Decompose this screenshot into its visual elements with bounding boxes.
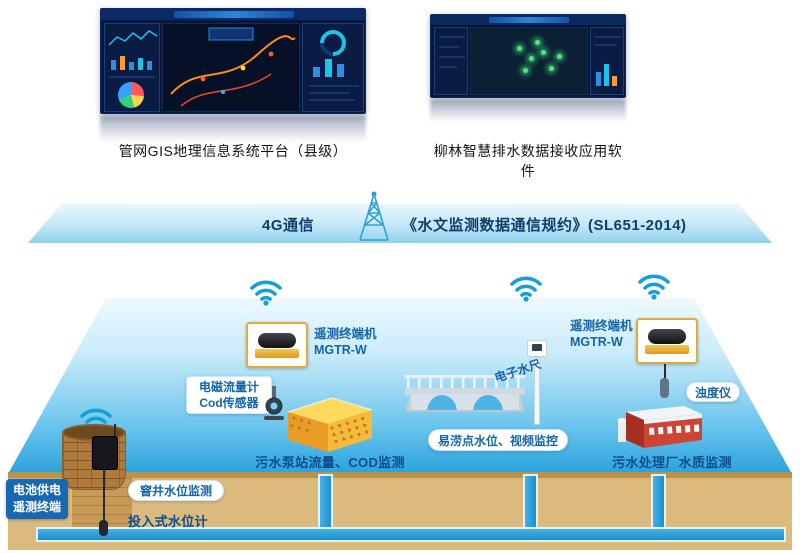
water-gauge-display bbox=[532, 344, 542, 351]
protocol-label: 《水文监测数据通信规约》(SL651-2014) bbox=[402, 217, 687, 234]
mini-bar-chart bbox=[111, 56, 152, 70]
pump-station-building bbox=[287, 397, 373, 452]
mini-bar bbox=[612, 76, 617, 86]
dashboard-reflection bbox=[430, 100, 626, 122]
underground-pipe-horizontal bbox=[36, 527, 786, 542]
gis-platform-caption: 管网GIS地理信息系统平台（县级） bbox=[118, 143, 348, 159]
flowmeter-label-line2: Cod传感器 bbox=[199, 396, 259, 410]
manhole-level-caption: 窨井水位监测 bbox=[128, 480, 224, 501]
telemetry-terminal-device bbox=[636, 318, 698, 364]
rtu-label-line2: MGTR-W bbox=[570, 335, 623, 350]
app-right-panel bbox=[590, 27, 624, 95]
mini-bar bbox=[313, 67, 320, 77]
map-dot bbox=[517, 46, 522, 51]
underground-pipe-vertical bbox=[318, 474, 333, 534]
map-dot bbox=[557, 54, 562, 59]
wifi-signal-icon bbox=[510, 276, 542, 302]
drainage-app-caption: 柳林智慧排水数据接收应用软件 bbox=[433, 143, 623, 179]
dashboard-title-bar bbox=[174, 11, 294, 18]
panel-divider bbox=[309, 99, 355, 101]
water-gauge-head bbox=[527, 340, 547, 357]
mini-pie-chart bbox=[118, 82, 144, 108]
rtu-label-line1: 遥测终端机 bbox=[314, 327, 377, 341]
device-antenna bbox=[114, 424, 116, 438]
rtu-label: 遥测终端机 MGTR-W bbox=[314, 326, 377, 359]
dashboard-title-bar bbox=[489, 17, 569, 23]
treatment-plant-caption: 污水处理厂水质监测 bbox=[612, 455, 732, 470]
app-left-panel bbox=[434, 27, 468, 95]
bridge-illustration bbox=[405, 375, 525, 412]
ground-edge bbox=[8, 472, 792, 478]
dashboard-left-panel bbox=[104, 23, 160, 112]
mini-bar bbox=[604, 64, 609, 86]
panel-divider bbox=[439, 36, 465, 38]
mini-gauge bbox=[314, 24, 352, 62]
mini-line-chart bbox=[108, 30, 158, 46]
wifi-signal-icon bbox=[250, 280, 282, 306]
panel-divider bbox=[439, 66, 457, 68]
map-dot bbox=[529, 56, 534, 61]
turbidity-cable bbox=[664, 364, 666, 378]
communication-band bbox=[28, 204, 772, 243]
turbidity-probe bbox=[660, 378, 669, 398]
turbidity-label: 浊度仪 bbox=[686, 382, 740, 402]
flow-sensor-icon bbox=[264, 386, 284, 420]
map-dot bbox=[535, 40, 540, 45]
pump-station-caption: 污水泵站流量、COD监测 bbox=[255, 455, 405, 470]
panel-divider bbox=[439, 46, 459, 48]
map-dot bbox=[549, 66, 554, 71]
panel-divider bbox=[309, 85, 359, 87]
map-network-lines bbox=[170, 27, 296, 107]
water-gauge-pole bbox=[534, 357, 540, 425]
dashboard-reflection bbox=[100, 116, 366, 142]
rtu-drum bbox=[648, 328, 686, 344]
battery-telemetry-device bbox=[92, 436, 118, 470]
4g-comm-label: 4G通信 bbox=[262, 217, 315, 234]
sensor-cable bbox=[103, 470, 105, 522]
panel-divider bbox=[439, 56, 465, 58]
gis-dashboard-screenshot bbox=[100, 8, 366, 114]
rtu-drum bbox=[258, 332, 296, 348]
panel-divider bbox=[595, 36, 621, 38]
mini-bar bbox=[325, 59, 332, 77]
telemetry-terminal-device bbox=[246, 322, 308, 368]
gis-map-area bbox=[162, 23, 300, 112]
battery-label-line2: 遥测终端 bbox=[12, 500, 61, 514]
battery-telemetry-label: 电池供电 遥测终端 bbox=[6, 479, 68, 519]
submersible-level-probe bbox=[99, 520, 108, 536]
drainage-app-screenshot bbox=[430, 14, 626, 98]
rtu-label: 遥测终端机 MGTR-W bbox=[570, 318, 633, 351]
rtu-base bbox=[255, 348, 299, 358]
flowmeter-label: 电磁流量计 Cod传感器 bbox=[186, 376, 272, 414]
panel-divider bbox=[109, 76, 155, 78]
signal-tower-icon bbox=[359, 191, 389, 241]
wifi-signal-icon bbox=[638, 274, 670, 300]
map-dot bbox=[523, 68, 528, 73]
dashboard-right-panel bbox=[302, 23, 364, 112]
app-map-area bbox=[470, 27, 588, 95]
rtu-base bbox=[645, 344, 689, 354]
level-gauge-caption: 投入式水位计 bbox=[128, 514, 208, 529]
rtu-label-line2: MGTR-W bbox=[314, 343, 367, 358]
flood-point-caption: 易涝点水位、视频监控 bbox=[428, 429, 568, 451]
underground-pipe-vertical bbox=[523, 474, 538, 534]
battery-label-line1: 电池供电 bbox=[12, 483, 61, 498]
treatment-plant-building bbox=[618, 406, 702, 448]
flowmeter-label-line1: 电磁流量计 bbox=[198, 379, 259, 394]
mini-bar bbox=[337, 64, 344, 77]
panel-divider bbox=[595, 44, 617, 46]
rtu-label-line1: 遥测终端机 bbox=[570, 319, 633, 333]
panel-divider bbox=[309, 92, 349, 94]
underground-pipe-vertical bbox=[651, 474, 666, 534]
map-dot bbox=[541, 50, 546, 55]
mini-bar bbox=[596, 72, 601, 86]
